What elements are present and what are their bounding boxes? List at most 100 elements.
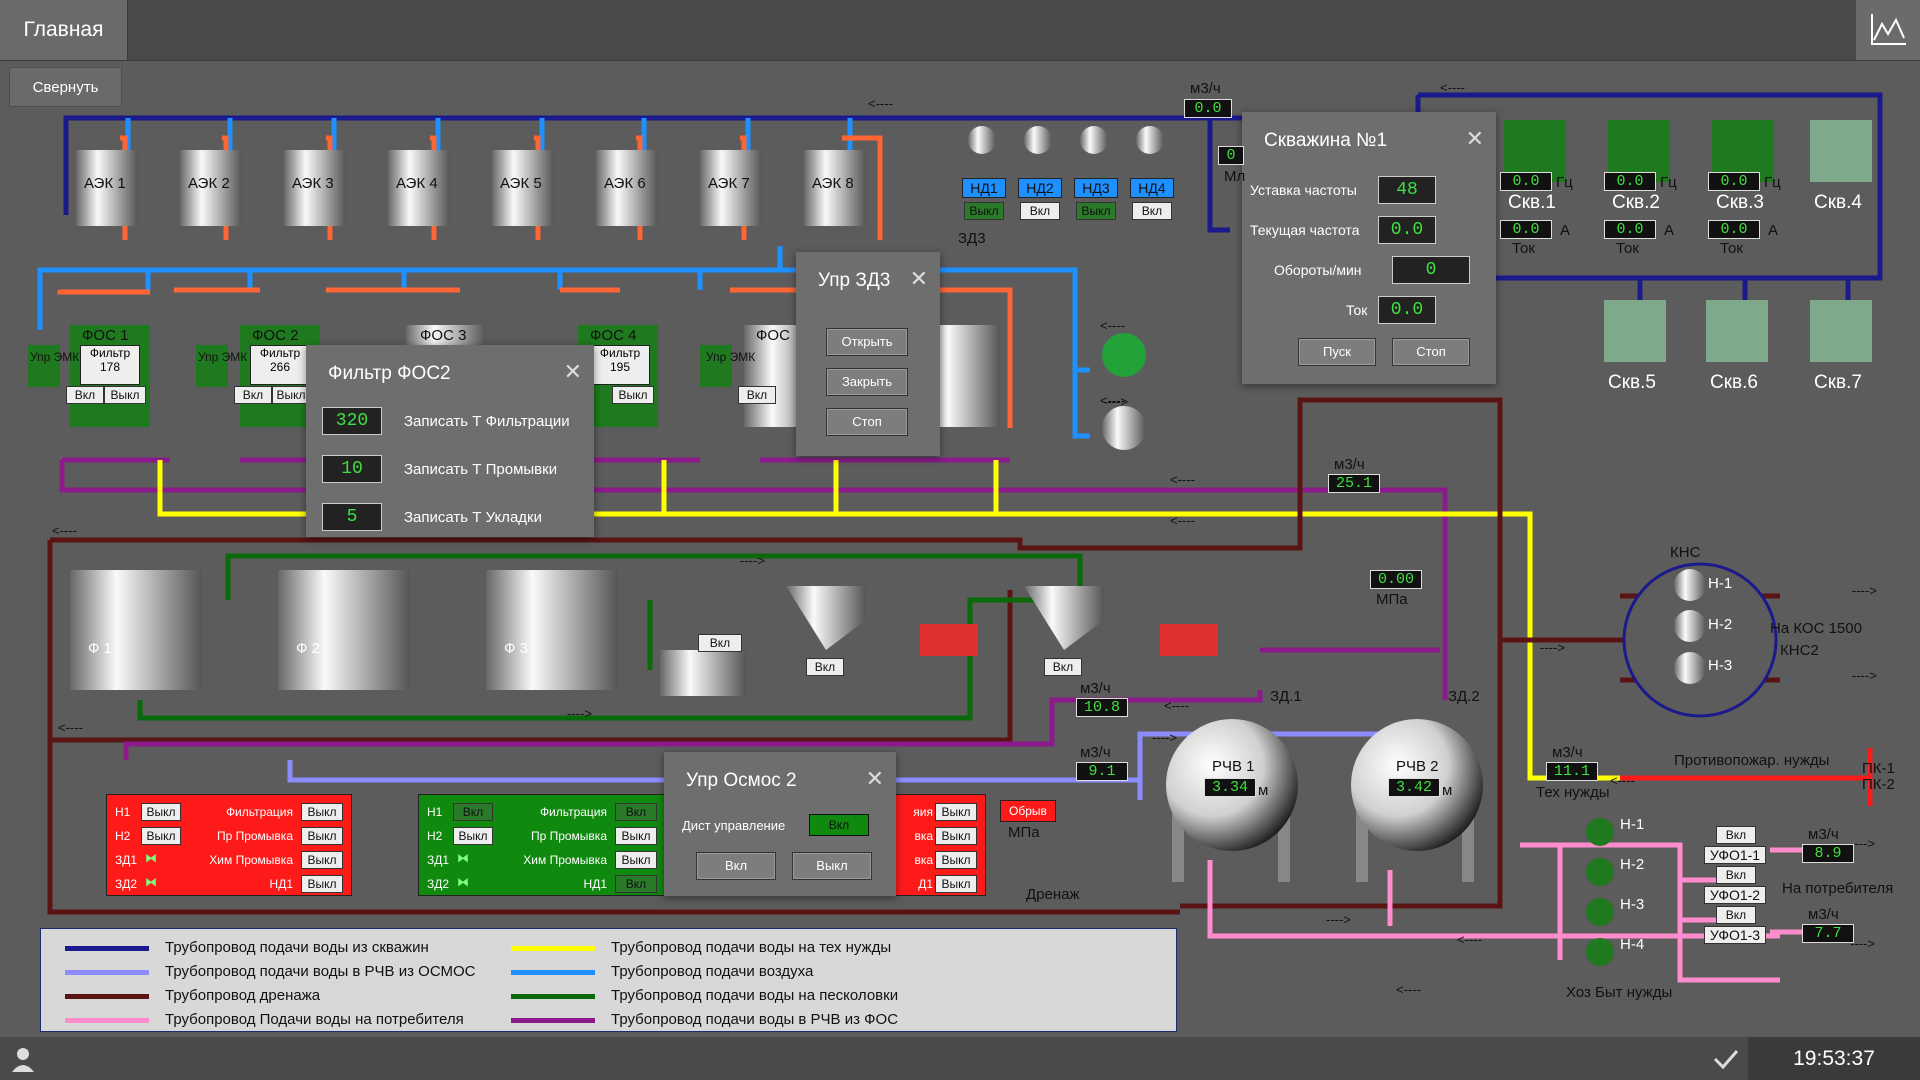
aek-tank-label[interactable]: АЭК 4: [396, 175, 438, 192]
well-current-value: 0.0: [1500, 220, 1552, 239]
valve-icon[interactable]: ⧓: [145, 851, 157, 865]
well-label[interactable]: Скв.1: [1508, 192, 1556, 213]
osmos-state-button[interactable]: Выкл: [141, 803, 181, 821]
osmos-mode-button[interactable]: Выкл: [301, 827, 343, 845]
aek-tank-label[interactable]: АЭК 7: [708, 175, 750, 192]
fos-1-on-button[interactable]: Вкл: [66, 386, 104, 404]
kns-pumps: [1674, 569, 1706, 684]
collapse-button[interactable]: Свернуть: [9, 67, 122, 107]
close-icon[interactable]: ✕: [909, 266, 928, 291]
osmos-mode-key: яия: [913, 805, 933, 819]
osmos-mode-button[interactable]: Вкл: [615, 875, 657, 893]
nd-pump-label: НД1: [962, 178, 1006, 198]
close-icon[interactable]: ✕: [563, 359, 582, 384]
tech-unit: м3/ч: [1552, 744, 1583, 761]
nd-pump-state-button[interactable]: Вкл: [1132, 202, 1172, 220]
fire-label: Противопожар. нужды: [1674, 752, 1830, 769]
well-label[interactable]: Скв.6: [1710, 372, 1758, 393]
well-current-value: 0.0: [1708, 220, 1760, 239]
fos-1-filter-value: 178: [99, 360, 121, 374]
osmos-state-button[interactable]: Выкл: [453, 827, 493, 845]
valve-icon[interactable]: ⧓: [457, 851, 469, 865]
osmos-state-button[interactable]: Вкл: [453, 803, 493, 821]
well-label[interactable]: Скв.2: [1612, 192, 1660, 213]
fos-5-emk[interactable]: Упр ЭМК: [706, 350, 756, 364]
fos-2-emk[interactable]: Упр ЭМК: [198, 350, 248, 364]
ufo-1-on-button[interactable]: Вкл: [1716, 826, 1756, 844]
aek-tank-label[interactable]: АЭК 2: [188, 175, 230, 192]
osmos-mode-button[interactable]: Выкл: [935, 827, 977, 845]
aek-tank-label[interactable]: АЭК 5: [500, 175, 542, 192]
osmos-key: Н1: [115, 805, 131, 819]
fos2-wash-time[interactable]: 10: [322, 455, 382, 483]
legend-swatch: [511, 1018, 595, 1023]
fos-5-on-button[interactable]: Вкл: [738, 386, 776, 404]
fos-2-on-button[interactable]: Вкл: [234, 386, 272, 404]
tab-main[interactable]: Главная: [0, 0, 128, 60]
fos-4-off-button[interactable]: Выкл: [612, 386, 654, 404]
osmos-remote-state[interactable]: Вкл: [809, 814, 869, 836]
close-icon[interactable]: ✕: [865, 766, 884, 791]
osmos-mode-button[interactable]: Вкл: [615, 803, 657, 821]
osmos-mode-button[interactable]: Выкл: [301, 851, 343, 869]
well-label[interactable]: Скв.5: [1608, 372, 1656, 393]
close-icon[interactable]: ✕: [1465, 126, 1484, 151]
osmos-mode-key: вка: [914, 853, 933, 867]
osmos-state-button[interactable]: Выкл: [141, 827, 181, 845]
aek-tank-label[interactable]: АЭК 3: [292, 175, 334, 192]
osmos-mode-button[interactable]: Выкл: [301, 803, 343, 821]
ufo-2-on-button[interactable]: Вкл: [1716, 866, 1756, 884]
aek-tank-label[interactable]: АЭК 1: [84, 175, 126, 192]
well1-stop-button[interactable]: Стоп: [1392, 338, 1470, 366]
osmos-key: Н2: [115, 829, 131, 843]
osmos-mode-button[interactable]: Выкл: [935, 851, 977, 869]
fos-1-off-button[interactable]: Выкл: [104, 386, 146, 404]
osmos-mode-button[interactable]: Выкл: [301, 875, 343, 893]
well-label[interactable]: Скв.3: [1716, 192, 1764, 213]
zd3-open-button[interactable]: Открыть: [826, 328, 908, 356]
partial-zero-value: 0: [1218, 146, 1244, 165]
zd3-stop-button[interactable]: Стоп: [826, 408, 908, 436]
aek-tank-label[interactable]: АЭК 8: [812, 175, 854, 192]
svg-text:<----: <----: [1170, 513, 1195, 528]
osmos-mode-button[interactable]: Выкл: [935, 875, 977, 893]
osmos-pump-on-button[interactable]: Вкл: [698, 634, 742, 652]
tech-value: 11.1: [1546, 762, 1598, 781]
osmos-off-button[interactable]: Выкл: [792, 852, 872, 880]
valve-icon[interactable]: ⧓: [457, 875, 469, 889]
well1-start-button[interactable]: Пуск: [1298, 338, 1376, 366]
flow-top-unit: м3/ч: [1190, 80, 1221, 97]
nd-pump-state-button[interactable]: Выкл: [964, 202, 1004, 220]
sand-1-on-button[interactable]: Вкл: [806, 658, 844, 676]
user-icon[interactable]: [0, 1037, 46, 1080]
well1-setpoint-value[interactable]: 48: [1378, 176, 1436, 204]
zd3-close-button[interactable]: Закрыть: [826, 368, 908, 396]
popup-zd3: Упр ЗД3 ✕ Открыть Закрыть Стоп: [796, 252, 940, 456]
well-freq-value: 0.0: [1500, 172, 1552, 191]
well-label[interactable]: Скв.4: [1814, 192, 1862, 213]
aek-tank-label[interactable]: АЭК 6: [604, 175, 646, 192]
trend-chart-button[interactable]: [1856, 0, 1920, 60]
well-label[interactable]: Скв.7: [1814, 372, 1862, 393]
ufo-3-on-button[interactable]: Вкл: [1716, 906, 1756, 924]
osmos-mode-key: вка: [914, 829, 933, 843]
legend-swatch: [65, 994, 149, 999]
osmos-mode-button[interactable]: Выкл: [935, 803, 977, 821]
osmos-mode-button[interactable]: Выкл: [615, 851, 657, 869]
osmos-on-button[interactable]: Вкл: [696, 852, 776, 880]
fos2-filtration-time[interactable]: 320: [322, 407, 382, 435]
fos-2-off-button[interactable]: Выкл: [272, 386, 310, 404]
checkmark-icon[interactable]: [1706, 1037, 1746, 1080]
nd-pump-state-button[interactable]: Выкл: [1076, 202, 1116, 220]
nd-pump-state-button[interactable]: Вкл: [1020, 202, 1060, 220]
valve-icon[interactable]: ⧓: [145, 875, 157, 889]
sand-2-on-button[interactable]: Вкл: [1044, 658, 1082, 676]
osmos-mode-button[interactable]: Выкл: [615, 827, 657, 845]
nd-pump-label: НД2: [1018, 178, 1062, 198]
fos2-stack-time[interactable]: 5: [322, 503, 382, 531]
fos-1-emk[interactable]: Упр ЭМК: [30, 350, 80, 364]
